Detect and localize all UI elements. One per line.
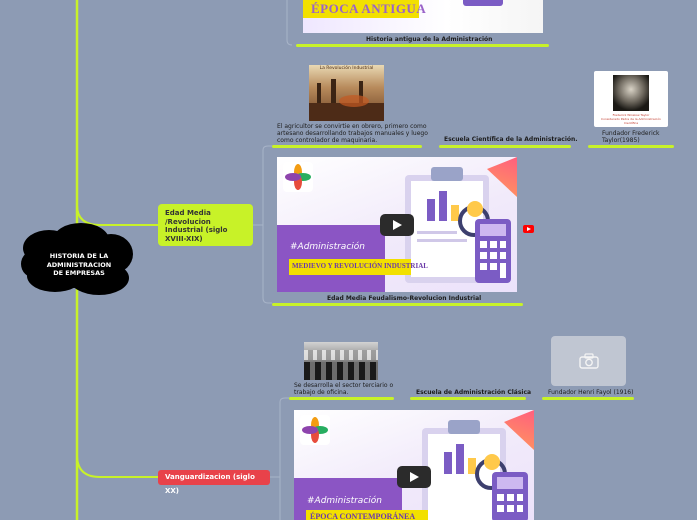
banner-epoca-antigua [303, 0, 419, 18]
video-hashtag-contemporanea: #Administración [307, 496, 382, 506]
banner-medievo-text: MEDIEVO Y REVOLUCIÓN INDUSTRIAL [292, 262, 428, 270]
image-taylor[interactable]: Frederick Winslow Taylor Considerado Pad… [594, 71, 668, 127]
central-line-3: DE EMPRESAS [53, 269, 105, 277]
caption-revolucion-line-3: como controlador de maquinaria. [277, 137, 378, 144]
caption-revolucion-line-1: El agricultor se convirtie en obrero, pr… [277, 123, 427, 130]
caption-oficina-line-2: trabajo de oficina. [294, 389, 349, 396]
node-edad-media-line-1: Edad Media [165, 209, 211, 217]
flower-logo-icon-2 [300, 415, 330, 445]
caption-taylor-line-2: Taylor(1985) [602, 137, 640, 144]
caption-fundador-fayol: Fundador Henri Fayol (1916) [548, 389, 634, 396]
node-edad-media-line-4: XVIII-XIX) [165, 234, 203, 243]
underline-revolucion [272, 145, 422, 148]
underline-video-medievo [272, 303, 523, 306]
calculator-icon-2 [492, 472, 528, 520]
play-icon[interactable] [380, 214, 414, 236]
escuela-cientifica[interactable]: Escuela Científica de la Administración. [444, 136, 578, 143]
clipboard-icon-2 [422, 420, 506, 520]
banner-medievo [289, 259, 411, 275]
underline-oficina [289, 397, 394, 400]
video-hashtag-medievo: #Administración [290, 242, 365, 252]
caption-fundador-taylor: Fundador Frederick Taylor(1985) [602, 130, 660, 144]
underline-escuela-clasica [410, 397, 526, 400]
central-cloud [21, 223, 133, 295]
node-edad-media[interactable]: Edad Media /Revolucion Industrial (siglo… [158, 204, 253, 246]
image-placeholder-fayol[interactable] [551, 336, 626, 386]
caption-revolucion-line-2: artesano desarrollando trabajos manuales… [277, 130, 428, 137]
camera-icon [579, 353, 599, 369]
underline-escuela-cientifica [439, 145, 571, 148]
caption-video-medievo: Edad Media Feudalismo-Revolucion Industr… [327, 295, 482, 302]
banner-contemporanea-text: ÉPOCA CONTEMPORÁNEA [310, 512, 416, 520]
banner-contemporanea [306, 510, 428, 520]
flower-logo-icon [283, 162, 313, 192]
escuela-clasica[interactable]: Escuela de Administración Clásica [416, 389, 532, 396]
image-revolucion-industrial[interactable]: La Revolución Industrial [309, 65, 384, 121]
caption-revolucion: El agricultor se convirtie en obrero, pr… [277, 123, 428, 144]
underline-antigua [296, 44, 549, 47]
caption-oficina: Se desarrolla el sector terciario o trab… [294, 382, 393, 396]
taylor-card-line-2: Considerado Padre de la Administración [601, 117, 661, 121]
taylor-card-line-1: Frederick Winslow Taylor [612, 113, 650, 117]
video-thumbnail-epoca-antigua[interactable]: ÉPOCA ANTIGUA [303, 0, 543, 33]
image-oficina[interactable] [304, 342, 378, 380]
underline-fayol [542, 397, 634, 400]
caption-taylor-line-1: Fundador Frederick [602, 130, 660, 137]
caption-historia-antigua: Historia antigua de la Administración [366, 36, 493, 43]
central-line-2: ADMINISTRACION [46, 260, 112, 269]
underline-taylor [588, 145, 674, 148]
image-revolucion-title: La Revolución Industrial [319, 66, 374, 71]
taylor-portrait [613, 75, 649, 111]
caption-oficina-line-1: Se desarrolla el sector terciario o [294, 382, 394, 389]
node-edad-media-line-2: /Revolucion [165, 217, 211, 226]
play-icon-2[interactable] [397, 466, 431, 488]
central-topic[interactable]: HISTORIA DE LA ADMINISTRACION DE EMPRESA… [39, 252, 119, 278]
video-thumbnail-contemporanea[interactable]: #Administración ÉPOCA CONTEMPORÁNEA [294, 410, 534, 520]
youtube-icon[interactable] [523, 225, 534, 233]
central-line-1: HISTORIA DE LA [49, 252, 109, 260]
node-edad-media-line-3: Industrial (siglo [165, 226, 228, 234]
taylor-card-line-3: Científica [623, 121, 639, 125]
banner-epoca-antigua-text: ÉPOCA ANTIGUA [311, 1, 427, 16]
video-thumbnail-medievo[interactable]: #Administración MEDIEVO Y REVOLUCIÓN IND… [277, 157, 517, 292]
node-vanguardizacion[interactable]: Vanguardizacion (siglo XX) [158, 470, 270, 495]
calculator-icon [475, 219, 511, 283]
clipboard-icon [405, 167, 489, 283]
